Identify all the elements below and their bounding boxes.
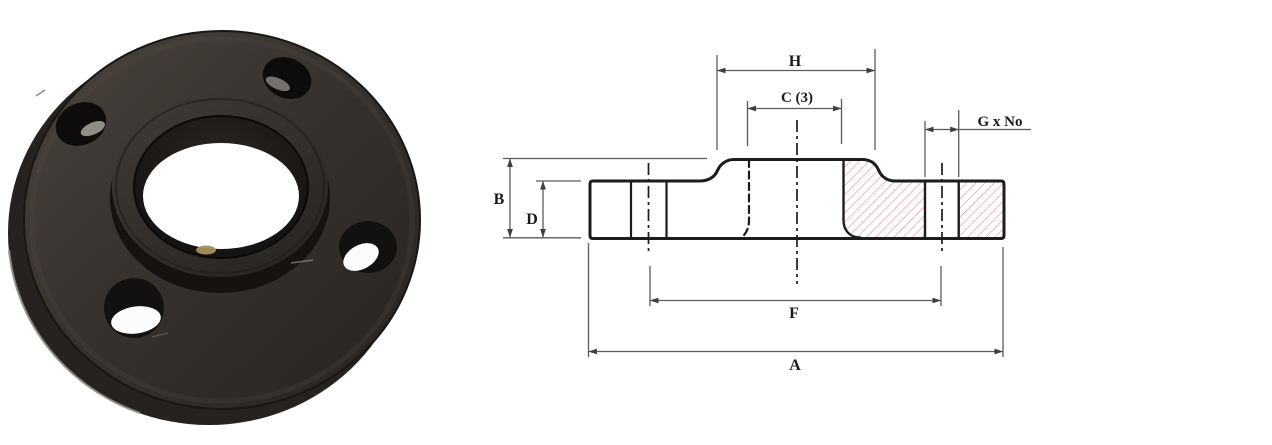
bolt-hole-bottom-left [104,278,164,338]
scratch-mark [290,259,314,264]
scratch-mark [35,89,46,97]
scratch-mark [151,332,169,338]
section-bore-edge [842,158,862,239]
dim-label-D: D [526,211,538,228]
dimension-arrows [507,67,1003,355]
flange-photo [0,0,460,445]
flange-photo-svg [7,30,421,425]
section-hatch-rim [959,181,1004,238]
bolt-hole-right [339,221,397,273]
dim-label-F: F [789,305,799,322]
section-hatch-hub [843,160,924,238]
flange-dimension-drawing: H C (3) G x No B D F A [460,0,1272,445]
flange-face-sheen-ring [29,36,415,404]
dim-label-C: C (3) [781,90,813,106]
dim-label-B: B [494,191,505,208]
bore-through-hole [143,143,299,249]
bore-tan-spot [196,245,216,255]
dim-label-G: G x No [978,114,1023,130]
bolt-hole-top-right [262,57,312,99]
flange-bottom-rim-highlight [7,249,141,415]
flange-drawing-svg: H C (3) G x No B D F A [494,49,1031,374]
bore-hidden-line [740,158,751,239]
hub-inner-ring-shade [115,98,325,274]
bolt-hole-left [55,102,107,146]
dim-label-A: A [789,357,801,374]
flange-section-outline [588,158,1006,240]
dim-label-H: H [789,53,802,70]
